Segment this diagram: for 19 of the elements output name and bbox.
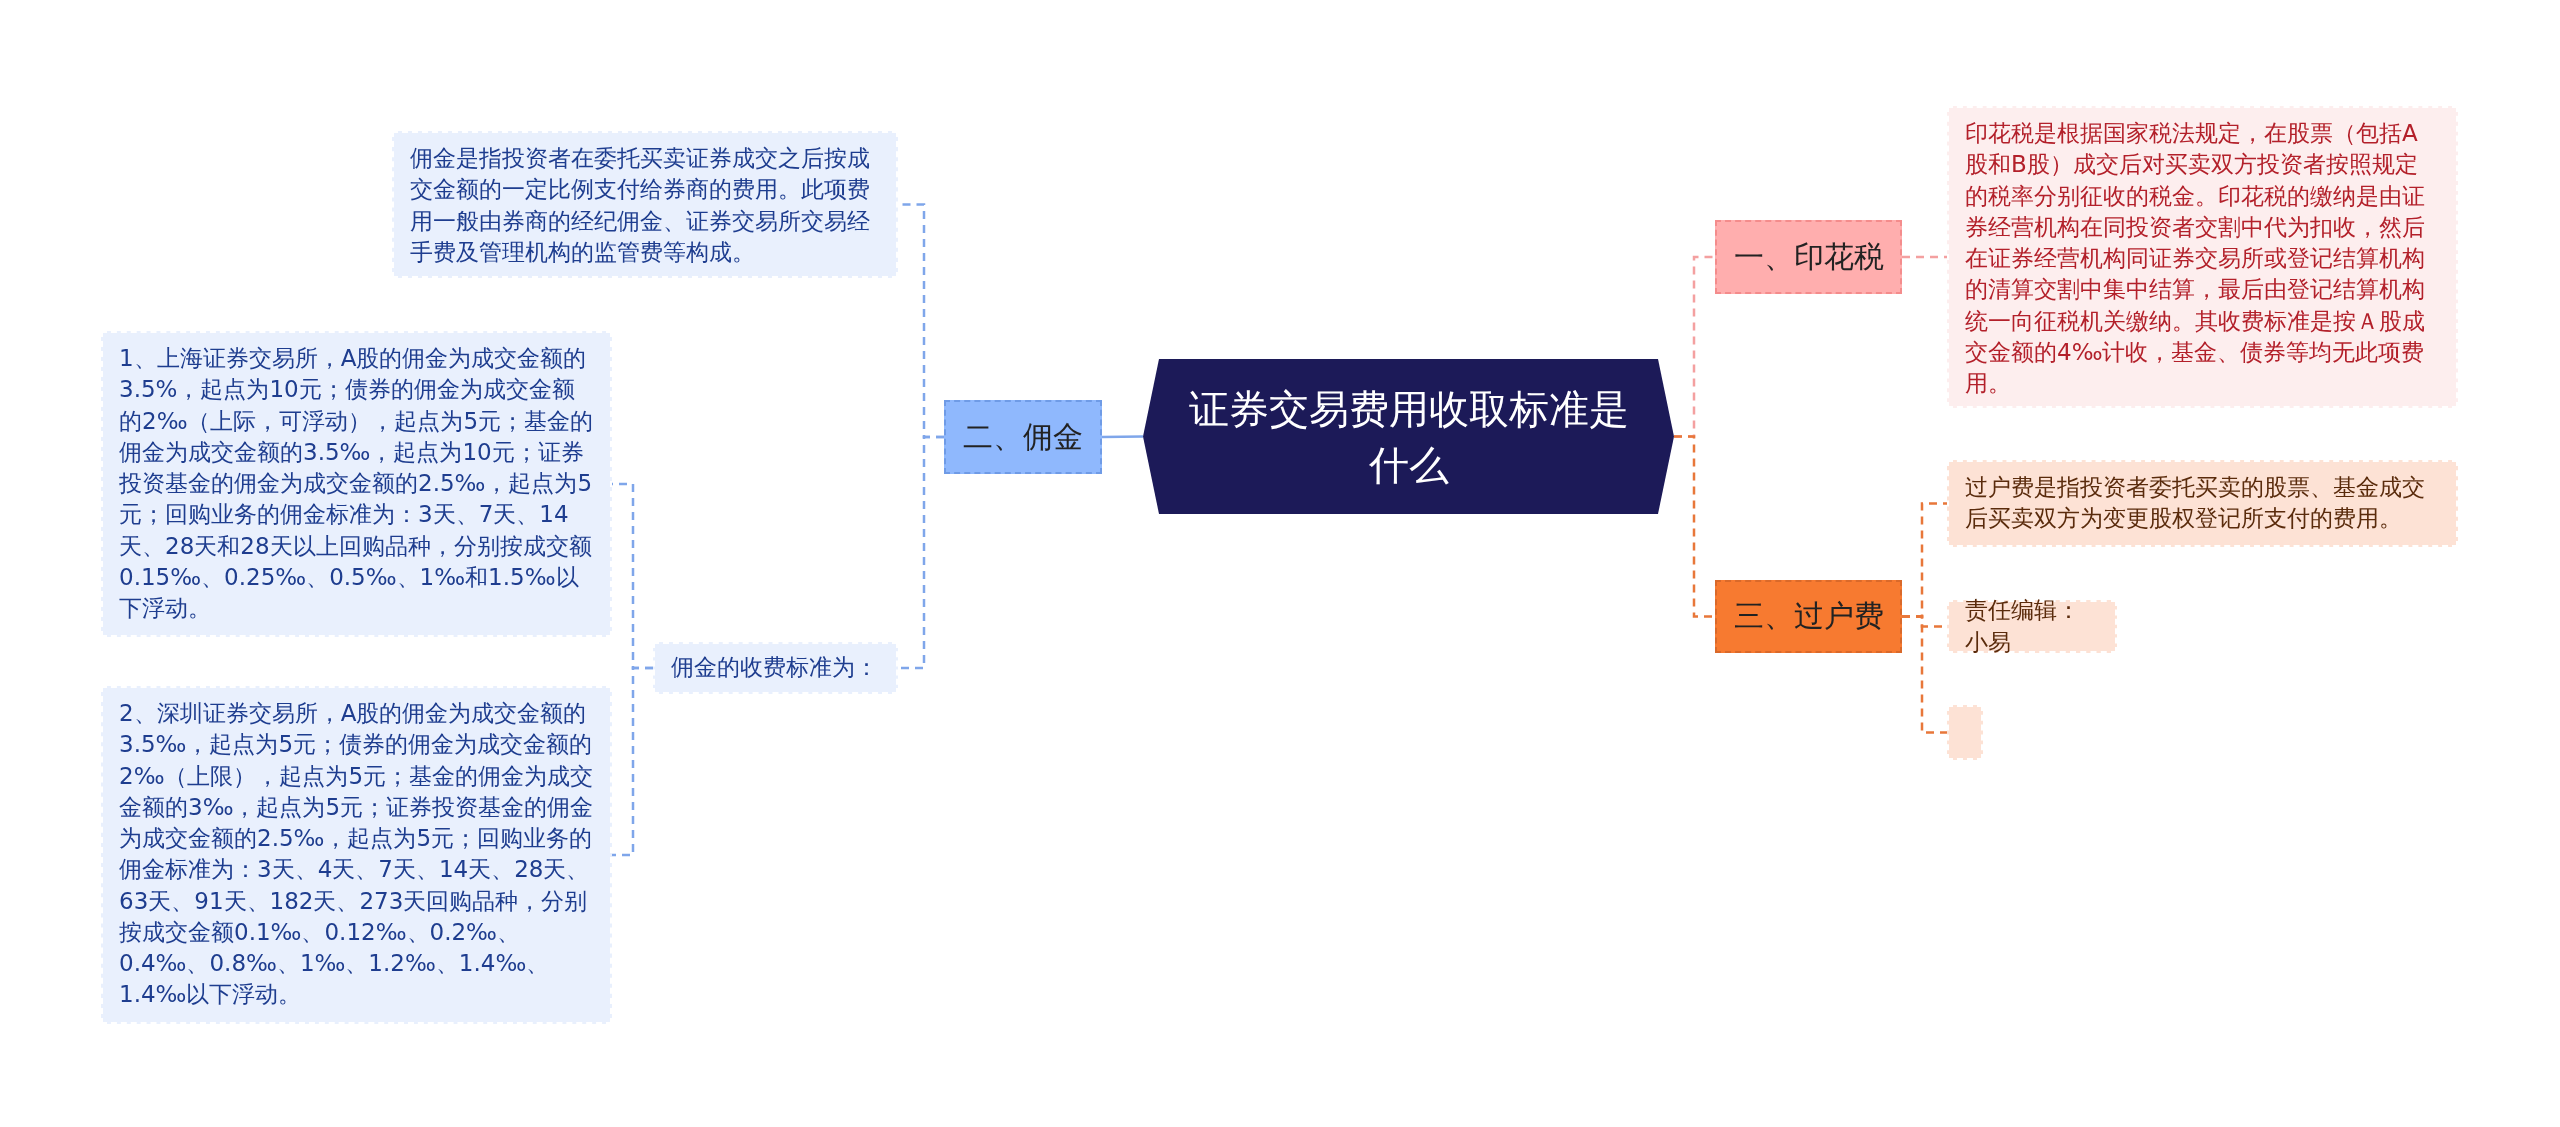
- text-box: 2、深圳证券交易所，A股的佣金为成交金额的3.5‰，起点为5元；债券的佣金为成交金额的2‰（上限），起点为5元；基金的佣金为成交金额的3‰，起点为5元；证券投资基金的佣金为成交金额的2.5‰，起点为5元；回购业务的佣金标准为：3天、4天、7天、14天、28天、63天、91天、182天、273天回购品种，分别按成交金额0.1‰、0.12‰、0.2‰、0.4‰、0.8‰、1‰、1.2‰、1.4‰、1.4‰以下浮动。: [101, 686, 612, 1024]
- connector-line: [1902, 255, 1947, 259]
- branch-box: 三、过户费: [1715, 580, 1902, 653]
- topic-hexagon: [1143, 359, 1674, 514]
- text-box: 过户费是指投资者委托买卖的股票、基金成交后买卖双方为变更股权登记所支付的费用。: [1947, 460, 2458, 547]
- text-box: 责任编辑：小易: [1947, 600, 2117, 653]
- text-box: 印花税是根据国家税法规定，在股票（包括A股和B股）成交后对买卖双方投资者按照规定的税率分别征收的税金。印花税的缴纳是由证券经营机构在同投资者交割中代为扣收，然后在证券经营机构同证券交易所或登记结算机构的清算交割中集中结算，最后由登记结算机构统一向征税机关缴纳。其收费标准是按Ａ股成交金额的4‰计收，基金、债券等均无此项费用。: [1947, 106, 2458, 408]
- connector-line: [612, 666, 653, 857]
- text-box: 佣金的收费标准为：: [653, 642, 898, 694]
- connector-line: [1102, 435, 1143, 439]
- empty-box: [1947, 705, 1983, 760]
- text-box: 1、上海证券交易所，A股的佣金为成交金额的3.5%，起点为10元；债券的佣金为成交金额的2‰（上际，可浮动），起点为5元；基金的佣金为成交金额的3.5‰，起点为10元；证券投资基金的佣金为成交金额的2.5‰，起点为5元；回购业务的佣金标准为：3天、7天、14天、28天和28天以上回购品种，分别按成交额0.15‰、0.25‰、0.5‰、1‰和1.5‰以下浮动。: [101, 331, 612, 637]
- connector-line: [1902, 615, 1947, 734]
- text-box: 佣金是指投资者在委托买卖证券成交之后按成交金额的一定比例支付给券商的费用。此项费用一般由券商的经纪佣金、证券交易所交易经手费及管理机构的监管费等构成。: [392, 131, 898, 278]
- connector-line: [898, 435, 944, 670]
- branch-box: 二、佣金: [944, 400, 1102, 474]
- topic-text: 证券交易费用收取标准是什么: [1187, 384, 1630, 490]
- connector-line: [1674, 435, 1715, 618]
- branch-box: 一、印花税: [1715, 220, 1902, 294]
